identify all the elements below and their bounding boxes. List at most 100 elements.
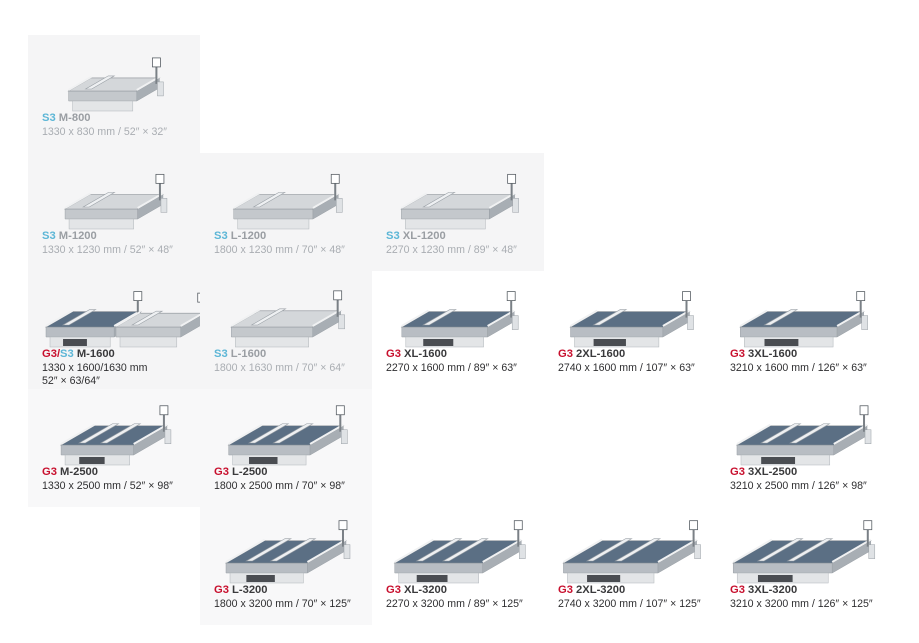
model-name: G3 2XL-3200: [558, 584, 701, 598]
model-code: M-1600: [76, 348, 115, 360]
machine-image: [393, 520, 526, 584]
model-name: G3 M-2500: [42, 466, 173, 480]
model-name: S3 XL-1200: [386, 230, 517, 244]
model-code: M-800: [58, 112, 91, 124]
dimensions-inches: 52″ × 63/64″: [42, 375, 100, 387]
dimensions: 3210 x 1600 mm / 126″ × 63″: [730, 361, 867, 374]
dimensions: 3210 x 3200 mm / 126″ × 125″: [730, 597, 873, 610]
machine-image: [400, 291, 519, 348]
machine-image: [67, 57, 164, 112]
model-name: G3 3XL-3200: [730, 584, 873, 598]
series-badge: G3: [730, 466, 745, 478]
machine-image: [232, 173, 343, 230]
dimensions: 1330 x 2500 mm / 52″ × 98″: [42, 479, 173, 492]
series-separator: /: [56, 348, 61, 360]
model-name: G3 2XL-1600: [558, 348, 695, 362]
series-badge: S3: [42, 112, 56, 124]
series-badge: S3: [214, 348, 228, 360]
series-badge: G3: [558, 584, 573, 596]
machine-image: [59, 405, 172, 466]
model-name: G3 L-3200: [214, 584, 351, 598]
series-badge: G3: [214, 466, 229, 478]
series-badge: S3: [386, 230, 400, 242]
model-code: 3XL-3200: [748, 584, 798, 596]
series-badge: G3: [730, 584, 745, 596]
model-code: M-1200: [58, 230, 97, 242]
model-name: G3 3XL-1600: [730, 348, 867, 362]
series-badge: G3: [214, 584, 229, 596]
model-name: G3 L-2500: [214, 466, 345, 480]
series-s3: S3: [60, 348, 74, 360]
model-name: G3 3XL-2500: [730, 466, 867, 480]
dimensions: 1800 x 3200 mm / 70″ × 125″: [214, 597, 351, 610]
dimensions: 1330 x 1600/1630 mm: [42, 361, 148, 374]
dimensions: 2270 x 1600 mm / 89″ × 63″: [386, 361, 517, 374]
dimensions: 1800 x 1630 mm / 70″ × 64″: [214, 361, 345, 374]
model-name: S3 L-1600: [214, 348, 345, 362]
series-badge: G3: [42, 466, 57, 478]
model-code: XL-1600: [404, 348, 447, 360]
machine-image: [63, 173, 168, 230]
machine-image: [732, 520, 876, 584]
series-badge: G3: [730, 348, 745, 360]
model-code: L-1600: [230, 348, 267, 360]
dimensions: 1330 x 1230 mm / 52″ × 48″: [42, 243, 173, 256]
dimensions: 1800 x 2500 mm / 70″ × 98″: [214, 479, 345, 492]
dimensions: 2740 x 1600 mm / 107″ × 63″: [558, 361, 695, 374]
series-badge: G3: [386, 584, 401, 596]
machine-image: [739, 291, 868, 348]
machine-image: [562, 520, 701, 584]
series-badge: S3: [214, 230, 228, 242]
machine-image: [400, 173, 519, 230]
model-code: M-2500: [60, 466, 98, 478]
model-code: 3XL-2500: [748, 466, 798, 478]
model-name: S3 M-800: [42, 112, 167, 126]
model-code: XL-3200: [404, 584, 447, 596]
model-name: G3 XL-3200: [386, 584, 523, 598]
model-code: L-1200: [230, 230, 267, 242]
model-code: L-2500: [232, 466, 268, 478]
machine-image: [224, 520, 351, 584]
model-code: 3XL-1600: [748, 348, 798, 360]
series-g3: G3: [42, 348, 57, 360]
machine-image: [227, 405, 348, 466]
dimensions: 1800 x 1230 mm / 70″ × 48″: [214, 243, 345, 256]
model-code: 2XL-3200: [576, 584, 626, 596]
machine-image: [569, 291, 694, 348]
model-name: G3 XL-1600: [386, 348, 517, 362]
model-name: G3/S3 M-1600: [42, 348, 147, 362]
machine-image: [44, 291, 200, 348]
dimensions: 1330 x 830 mm / 52″ × 32″: [42, 125, 167, 138]
dimensions: 2270 x 1230 mm / 89″ × 48″: [386, 243, 517, 256]
